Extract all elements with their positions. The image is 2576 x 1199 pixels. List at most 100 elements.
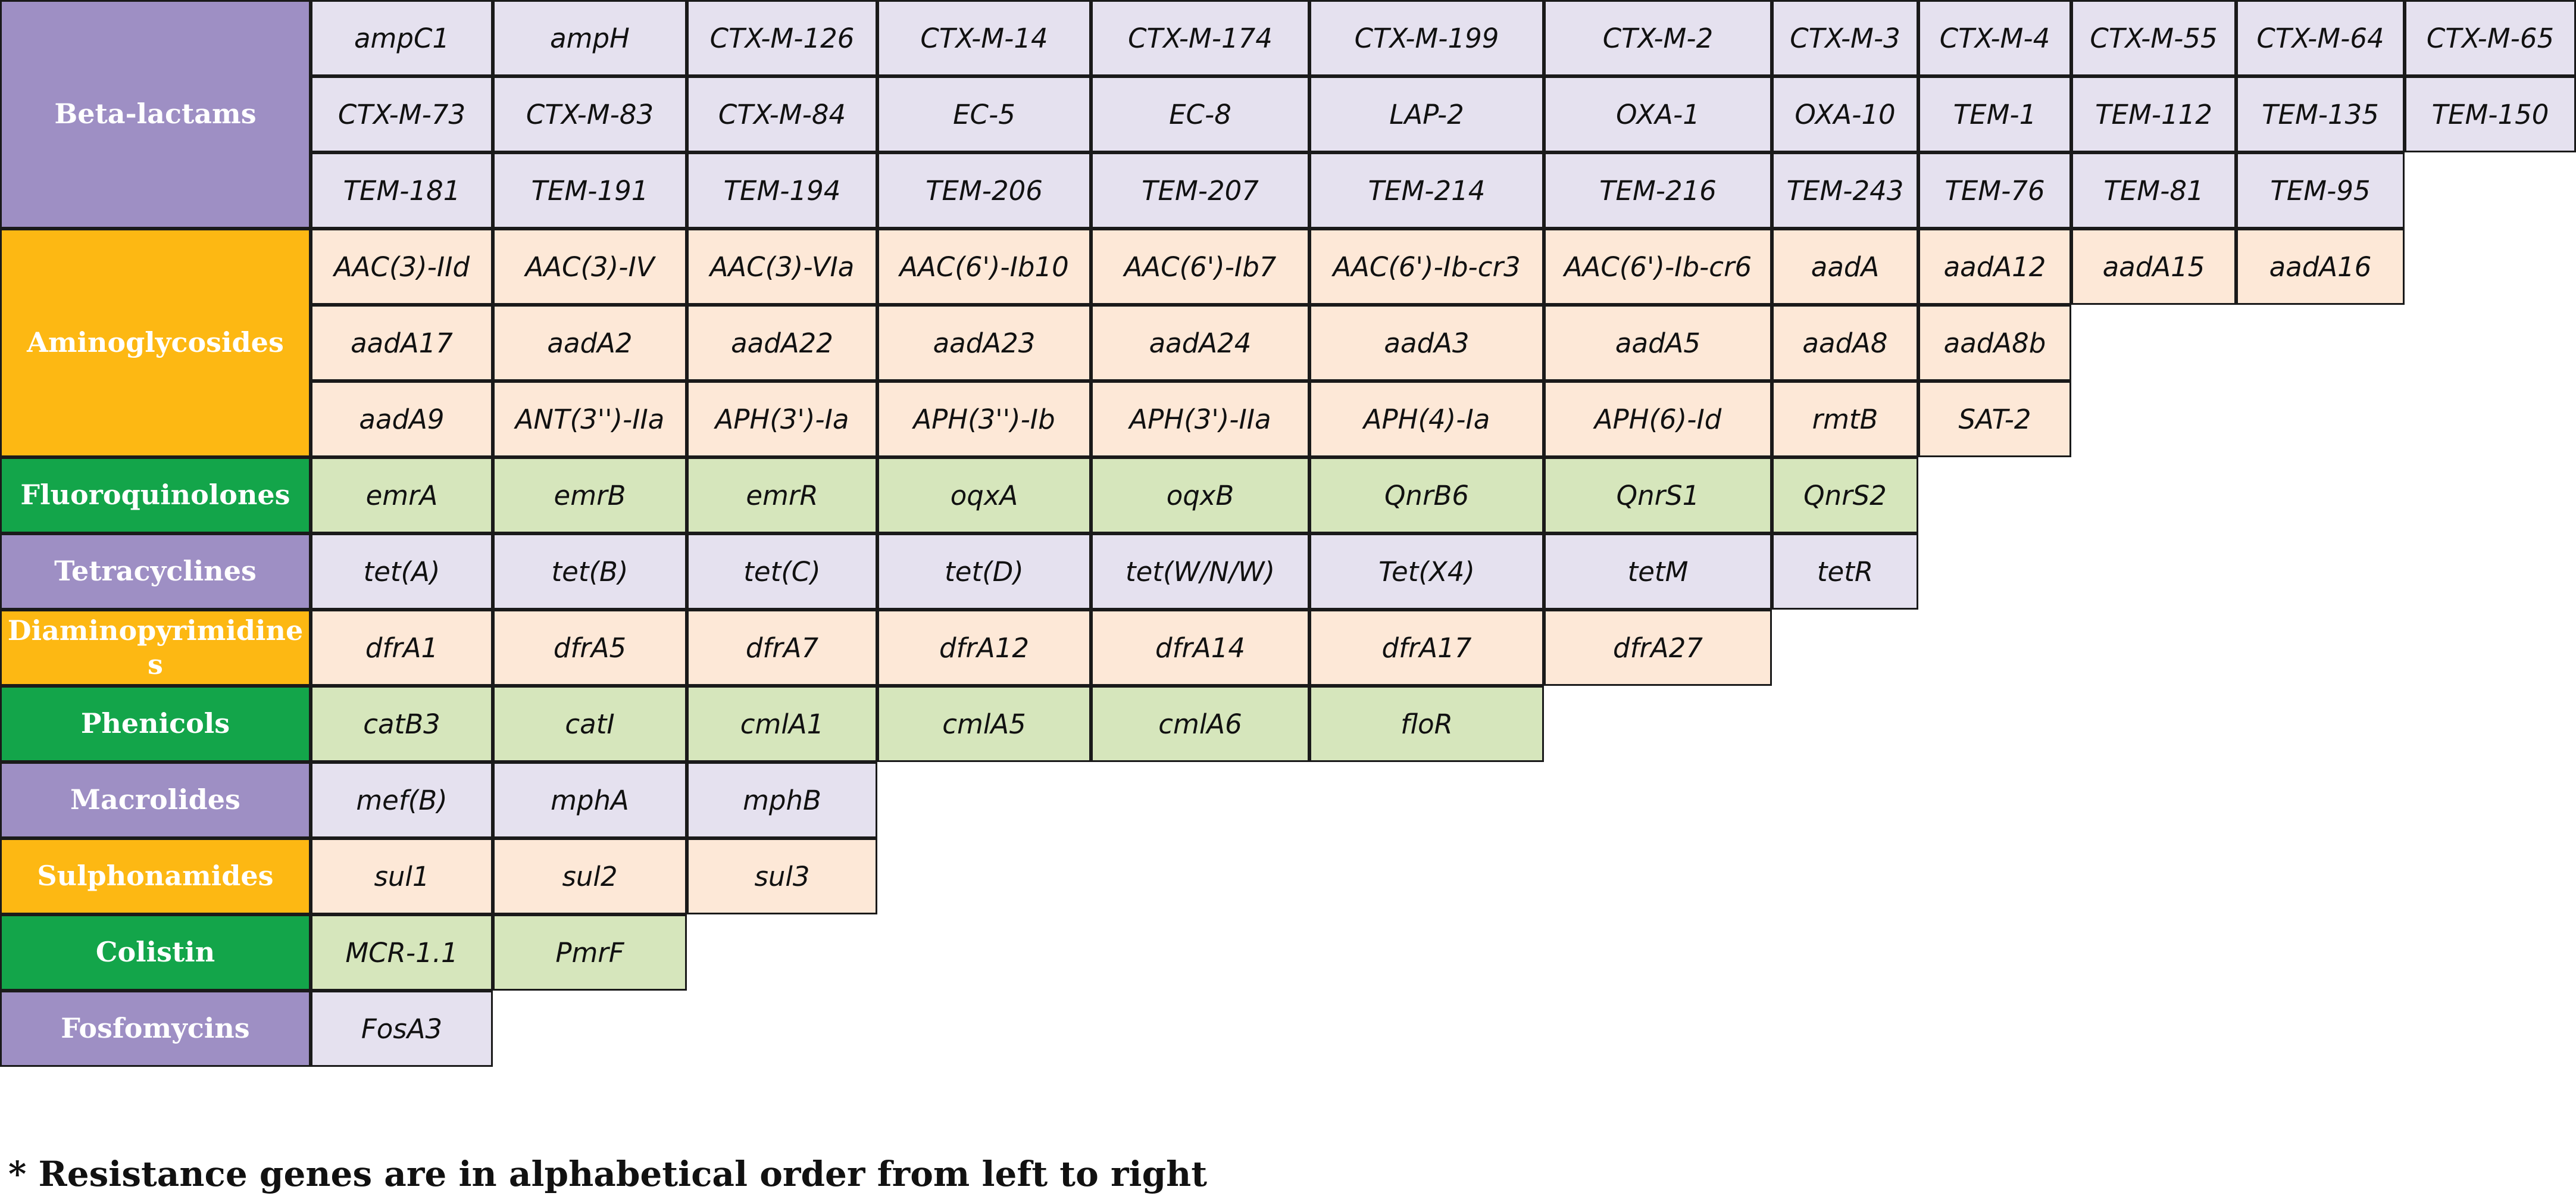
gene-cell: tet(B) — [493, 533, 687, 610]
gene-cell: AAC(6')-Ib7 — [1091, 229, 1309, 305]
gene-cell: dfrA1 — [311, 610, 493, 686]
gene-cell: TEM-214 — [1309, 152, 1544, 229]
gene-cell: ANT(3'')-IIa — [493, 381, 687, 457]
gene-cell: aadA22 — [687, 305, 877, 381]
gene-cell: aadA3 — [1309, 305, 1544, 381]
gene-cell: LAP-2 — [1309, 76, 1544, 152]
gene-cell: CTX-M-55 — [2071, 0, 2236, 76]
gene-cell: APH(3')-Ia — [687, 381, 877, 457]
gene-cell: CTX-M-65 — [2405, 0, 2576, 76]
gene-cell: CTX-M-73 — [311, 76, 493, 152]
gene-cell: mef(B) — [311, 762, 493, 838]
gene-cell: AAC(3)-IId — [311, 229, 493, 305]
gene-cell: CTX-M-2 — [1544, 0, 1772, 76]
gene-cell: QnrS1 — [1544, 457, 1772, 533]
gene-cell: floR — [1309, 686, 1544, 762]
category-header: Colistin — [0, 914, 311, 991]
category-header: Sulphonamides — [0, 838, 311, 914]
gene-cell: emrA — [311, 457, 493, 533]
gene-cell: TEM-95 — [2236, 152, 2405, 229]
gene-cell: tet(C) — [687, 533, 877, 610]
category-header: Aminoglycosides — [0, 229, 311, 457]
gene-cell: OXA-10 — [1772, 76, 1918, 152]
gene-cell: CTX-M-84 — [687, 76, 877, 152]
category-header: Macrolides — [0, 762, 311, 838]
gene-cell: TEM-135 — [2236, 76, 2405, 152]
category-header: Phenicols — [0, 686, 311, 762]
gene-cell: aadA — [1772, 229, 1918, 305]
gene-cell: AAC(6')-Ib10 — [877, 229, 1091, 305]
gene-cell: tetR — [1772, 533, 1918, 610]
gene-cell: TEM-194 — [687, 152, 877, 229]
gene-cell: CTX-M-174 — [1091, 0, 1309, 76]
footnote: * Resistance genes are in alphabetical o… — [8, 1154, 1208, 1194]
gene-cell: sul3 — [687, 838, 877, 914]
gene-cell: EC-8 — [1091, 76, 1309, 152]
gene-cell: AAC(6')-Ib-cr3 — [1309, 229, 1544, 305]
gene-cell: MCR-1.1 — [311, 914, 493, 991]
gene-cell: APH(3')-IIa — [1091, 381, 1309, 457]
gene-cell: AAC(3)-IV — [493, 229, 687, 305]
gene-cell: FosA3 — [311, 991, 493, 1067]
gene-cell: APH(3'')-Ib — [877, 381, 1091, 457]
gene-cell: catB3 — [311, 686, 493, 762]
category-header: Tetracyclines — [0, 533, 311, 610]
gene-cell: APH(4)-Ia — [1309, 381, 1544, 457]
gene-cell: cmlA5 — [877, 686, 1091, 762]
gene-cell: aadA12 — [1918, 229, 2071, 305]
gene-cell: TEM-181 — [311, 152, 493, 229]
gene-cell: TEM-76 — [1918, 152, 2071, 229]
gene-cell: QnrS2 — [1772, 457, 1918, 533]
gene-cell: dfrA7 — [687, 610, 877, 686]
category-header: Diaminopyrimidines — [0, 610, 311, 686]
gene-cell: catI — [493, 686, 687, 762]
gene-cell: TEM-243 — [1772, 152, 1918, 229]
gene-cell: Tet(X4) — [1309, 533, 1544, 610]
gene-cell: TEM-216 — [1544, 152, 1772, 229]
gene-cell: TEM-81 — [2071, 152, 2236, 229]
gene-cell: TEM-207 — [1091, 152, 1309, 229]
gene-cell: AAC(3)-VIa — [687, 229, 877, 305]
gene-cell: EC-5 — [877, 76, 1091, 152]
gene-cell: AAC(6')-Ib-cr6 — [1544, 229, 1772, 305]
gene-cell: SAT-2 — [1918, 381, 2071, 457]
gene-cell: dfrA27 — [1544, 610, 1772, 686]
gene-cell: mphB — [687, 762, 877, 838]
gene-cell: ampH — [493, 0, 687, 76]
gene-cell: ampC1 — [311, 0, 493, 76]
gene-cell: dfrA5 — [493, 610, 687, 686]
gene-cell: emrR — [687, 457, 877, 533]
gene-cell: tet(W/N/W) — [1091, 533, 1309, 610]
gene-cell: CTX-M-4 — [1918, 0, 2071, 76]
gene-cell: OXA-1 — [1544, 76, 1772, 152]
gene-cell: rmtB — [1772, 381, 1918, 457]
gene-cell: aadA2 — [493, 305, 687, 381]
gene-cell: aadA9 — [311, 381, 493, 457]
gene-cell: PmrF — [493, 914, 687, 991]
gene-cell: TEM-1 — [1918, 76, 2071, 152]
gene-cell: CTX-M-126 — [687, 0, 877, 76]
gene-cell: aadA24 — [1091, 305, 1309, 381]
gene-cell: aadA23 — [877, 305, 1091, 381]
gene-cell: aadA8 — [1772, 305, 1918, 381]
gene-cell: aadA16 — [2236, 229, 2405, 305]
gene-cell: CTX-M-64 — [2236, 0, 2405, 76]
gene-cell: CTX-M-199 — [1309, 0, 1544, 76]
gene-cell: CTX-M-14 — [877, 0, 1091, 76]
gene-cell: aadA5 — [1544, 305, 1772, 381]
gene-cell: dfrA14 — [1091, 610, 1309, 686]
gene-cell: mphA — [493, 762, 687, 838]
gene-cell: QnrB6 — [1309, 457, 1544, 533]
gene-cell: TEM-112 — [2071, 76, 2236, 152]
gene-cell: sul2 — [493, 838, 687, 914]
gene-cell: tetM — [1544, 533, 1772, 610]
category-header: Beta-lactams — [0, 0, 311, 229]
gene-cell: TEM-191 — [493, 152, 687, 229]
gene-cell: TEM-150 — [2405, 76, 2576, 152]
gene-cell: tet(A) — [311, 533, 493, 610]
gene-cell: dfrA12 — [877, 610, 1091, 686]
gene-cell: cmlA6 — [1091, 686, 1309, 762]
gene-cell: emrB — [493, 457, 687, 533]
gene-cell: TEM-206 — [877, 152, 1091, 229]
